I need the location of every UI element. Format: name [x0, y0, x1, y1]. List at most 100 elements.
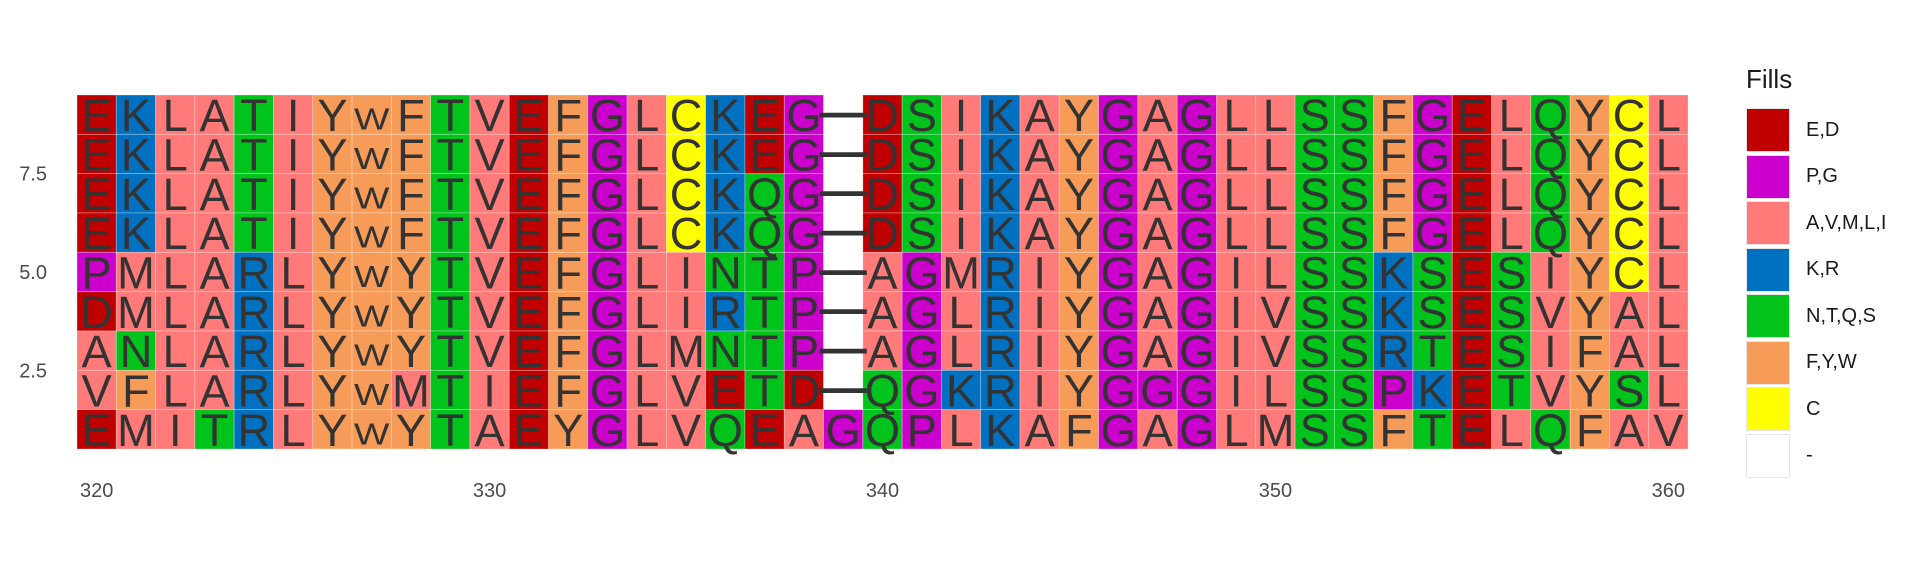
residue-letter: V [474, 208, 504, 259]
alignment-cell [783, 212, 824, 253]
residue-letter: L [634, 90, 659, 141]
alignment-cell [823, 409, 864, 450]
residue-letter: N [709, 326, 742, 377]
residue-letter: E [514, 169, 544, 220]
residue-letter: V [1260, 287, 1290, 338]
residue-letter: A [1142, 169, 1173, 220]
residue-letter: L [1224, 130, 1249, 181]
alignment-cell [1019, 291, 1060, 332]
residue-letter: F [554, 130, 582, 181]
residue-letter: I [1230, 326, 1243, 377]
alignment-cell [76, 369, 117, 411]
residue-letter: G [826, 405, 861, 456]
residue-letter: A [867, 326, 898, 377]
residue-letter: L [281, 326, 306, 377]
residue-letter: Y [1064, 366, 1094, 417]
alignment-cell [1019, 251, 1060, 293]
residue-letter: I [1544, 248, 1557, 299]
residue-letter: Q [865, 405, 900, 456]
residue-letter: Q [1533, 169, 1568, 220]
legend-key [1746, 387, 1790, 431]
residue-letter: P [82, 248, 112, 299]
alignment-cell [1137, 369, 1178, 411]
alignment-cell [1412, 133, 1453, 175]
residue-letter: I [955, 90, 968, 141]
residue-letter: L [1499, 208, 1524, 259]
alignment-cell [273, 173, 314, 214]
residue-letter: W [354, 377, 389, 412]
alignment-cell [1019, 409, 1060, 450]
residue-letter: A [1614, 287, 1645, 338]
alignment-cell [1176, 133, 1217, 175]
residue-letter: S [907, 90, 937, 141]
residue-letter: M [117, 248, 155, 299]
residue-letter: S [1300, 405, 1330, 456]
alignment-cell [1255, 251, 1296, 293]
residue-letter: G [904, 248, 939, 299]
residue-letter: G [1101, 248, 1136, 299]
residue-letter: E [514, 130, 544, 181]
alignment-cell [508, 409, 549, 450]
residue-letter: I [1033, 287, 1046, 338]
alignment-cell [1098, 409, 1139, 450]
residue-letter: I [680, 287, 693, 338]
residue-letter: C [1613, 90, 1646, 141]
residue-letter: I [1033, 326, 1046, 377]
residue-letter: Y [1064, 208, 1094, 259]
alignment-cell [469, 212, 510, 253]
alignment-cell [744, 409, 785, 450]
alignment-cell [233, 173, 274, 214]
residue-letter: S [1339, 287, 1369, 338]
residue-letter: K [985, 405, 1015, 456]
residue-letter: Y [396, 326, 426, 377]
alignment-cell [1176, 330, 1217, 371]
alignment-cell [1530, 330, 1571, 371]
residue-letter: L [1656, 208, 1681, 259]
residue-letter: E [82, 208, 112, 259]
alignment-cell [194, 133, 235, 175]
residue-letter: A [199, 208, 230, 259]
alignment-cell [1373, 409, 1414, 450]
alignment-cell [1569, 369, 1610, 411]
alignment-cell [469, 409, 510, 450]
alignment-cell [941, 173, 982, 214]
residue-letter: E [750, 405, 780, 456]
residue-letter: L [281, 405, 306, 456]
alignment-cell [430, 409, 471, 450]
alignment-cell [941, 212, 982, 253]
residue-letter: L [1224, 90, 1249, 141]
residue-letter: R [984, 287, 1017, 338]
residue-letter: Q [1533, 130, 1568, 181]
alignment-cell [548, 251, 589, 293]
residue-letter: Y [317, 326, 347, 377]
residue-letter: T [240, 208, 268, 259]
alignment-cell [194, 251, 235, 293]
alignment-cell [1412, 369, 1453, 411]
residue-letter: L [1263, 130, 1288, 181]
residue-letter: F [1379, 130, 1407, 181]
residue-letter: V [1260, 326, 1290, 377]
alignment-cell [823, 94, 864, 135]
alignment-cell [508, 212, 549, 253]
residue-letter: G [1101, 287, 1136, 338]
alignment-cell [744, 212, 785, 253]
residue-letter: — [820, 204, 868, 257]
residue-letter: L [1499, 90, 1524, 141]
residue-letter: — [820, 165, 868, 218]
residue-letter: S [1300, 287, 1330, 338]
residue-letter: A [199, 326, 230, 377]
alignment-cell [390, 291, 432, 332]
residue-letter: Y [317, 130, 347, 181]
alignment-cell [665, 173, 707, 214]
alignment-cell [1609, 94, 1650, 135]
residue-letter: V [1653, 405, 1683, 456]
residue-letter: T [436, 208, 464, 259]
alignment-cell [980, 94, 1021, 135]
legend-item: P,G [1746, 154, 1838, 199]
alignment-cell [823, 173, 864, 214]
residue-letter: R [984, 326, 1017, 377]
alignment-cell [76, 133, 117, 175]
residue-letter: T [751, 287, 779, 338]
legend-label: C [1806, 397, 1821, 420]
alignment-cell [1176, 409, 1217, 450]
